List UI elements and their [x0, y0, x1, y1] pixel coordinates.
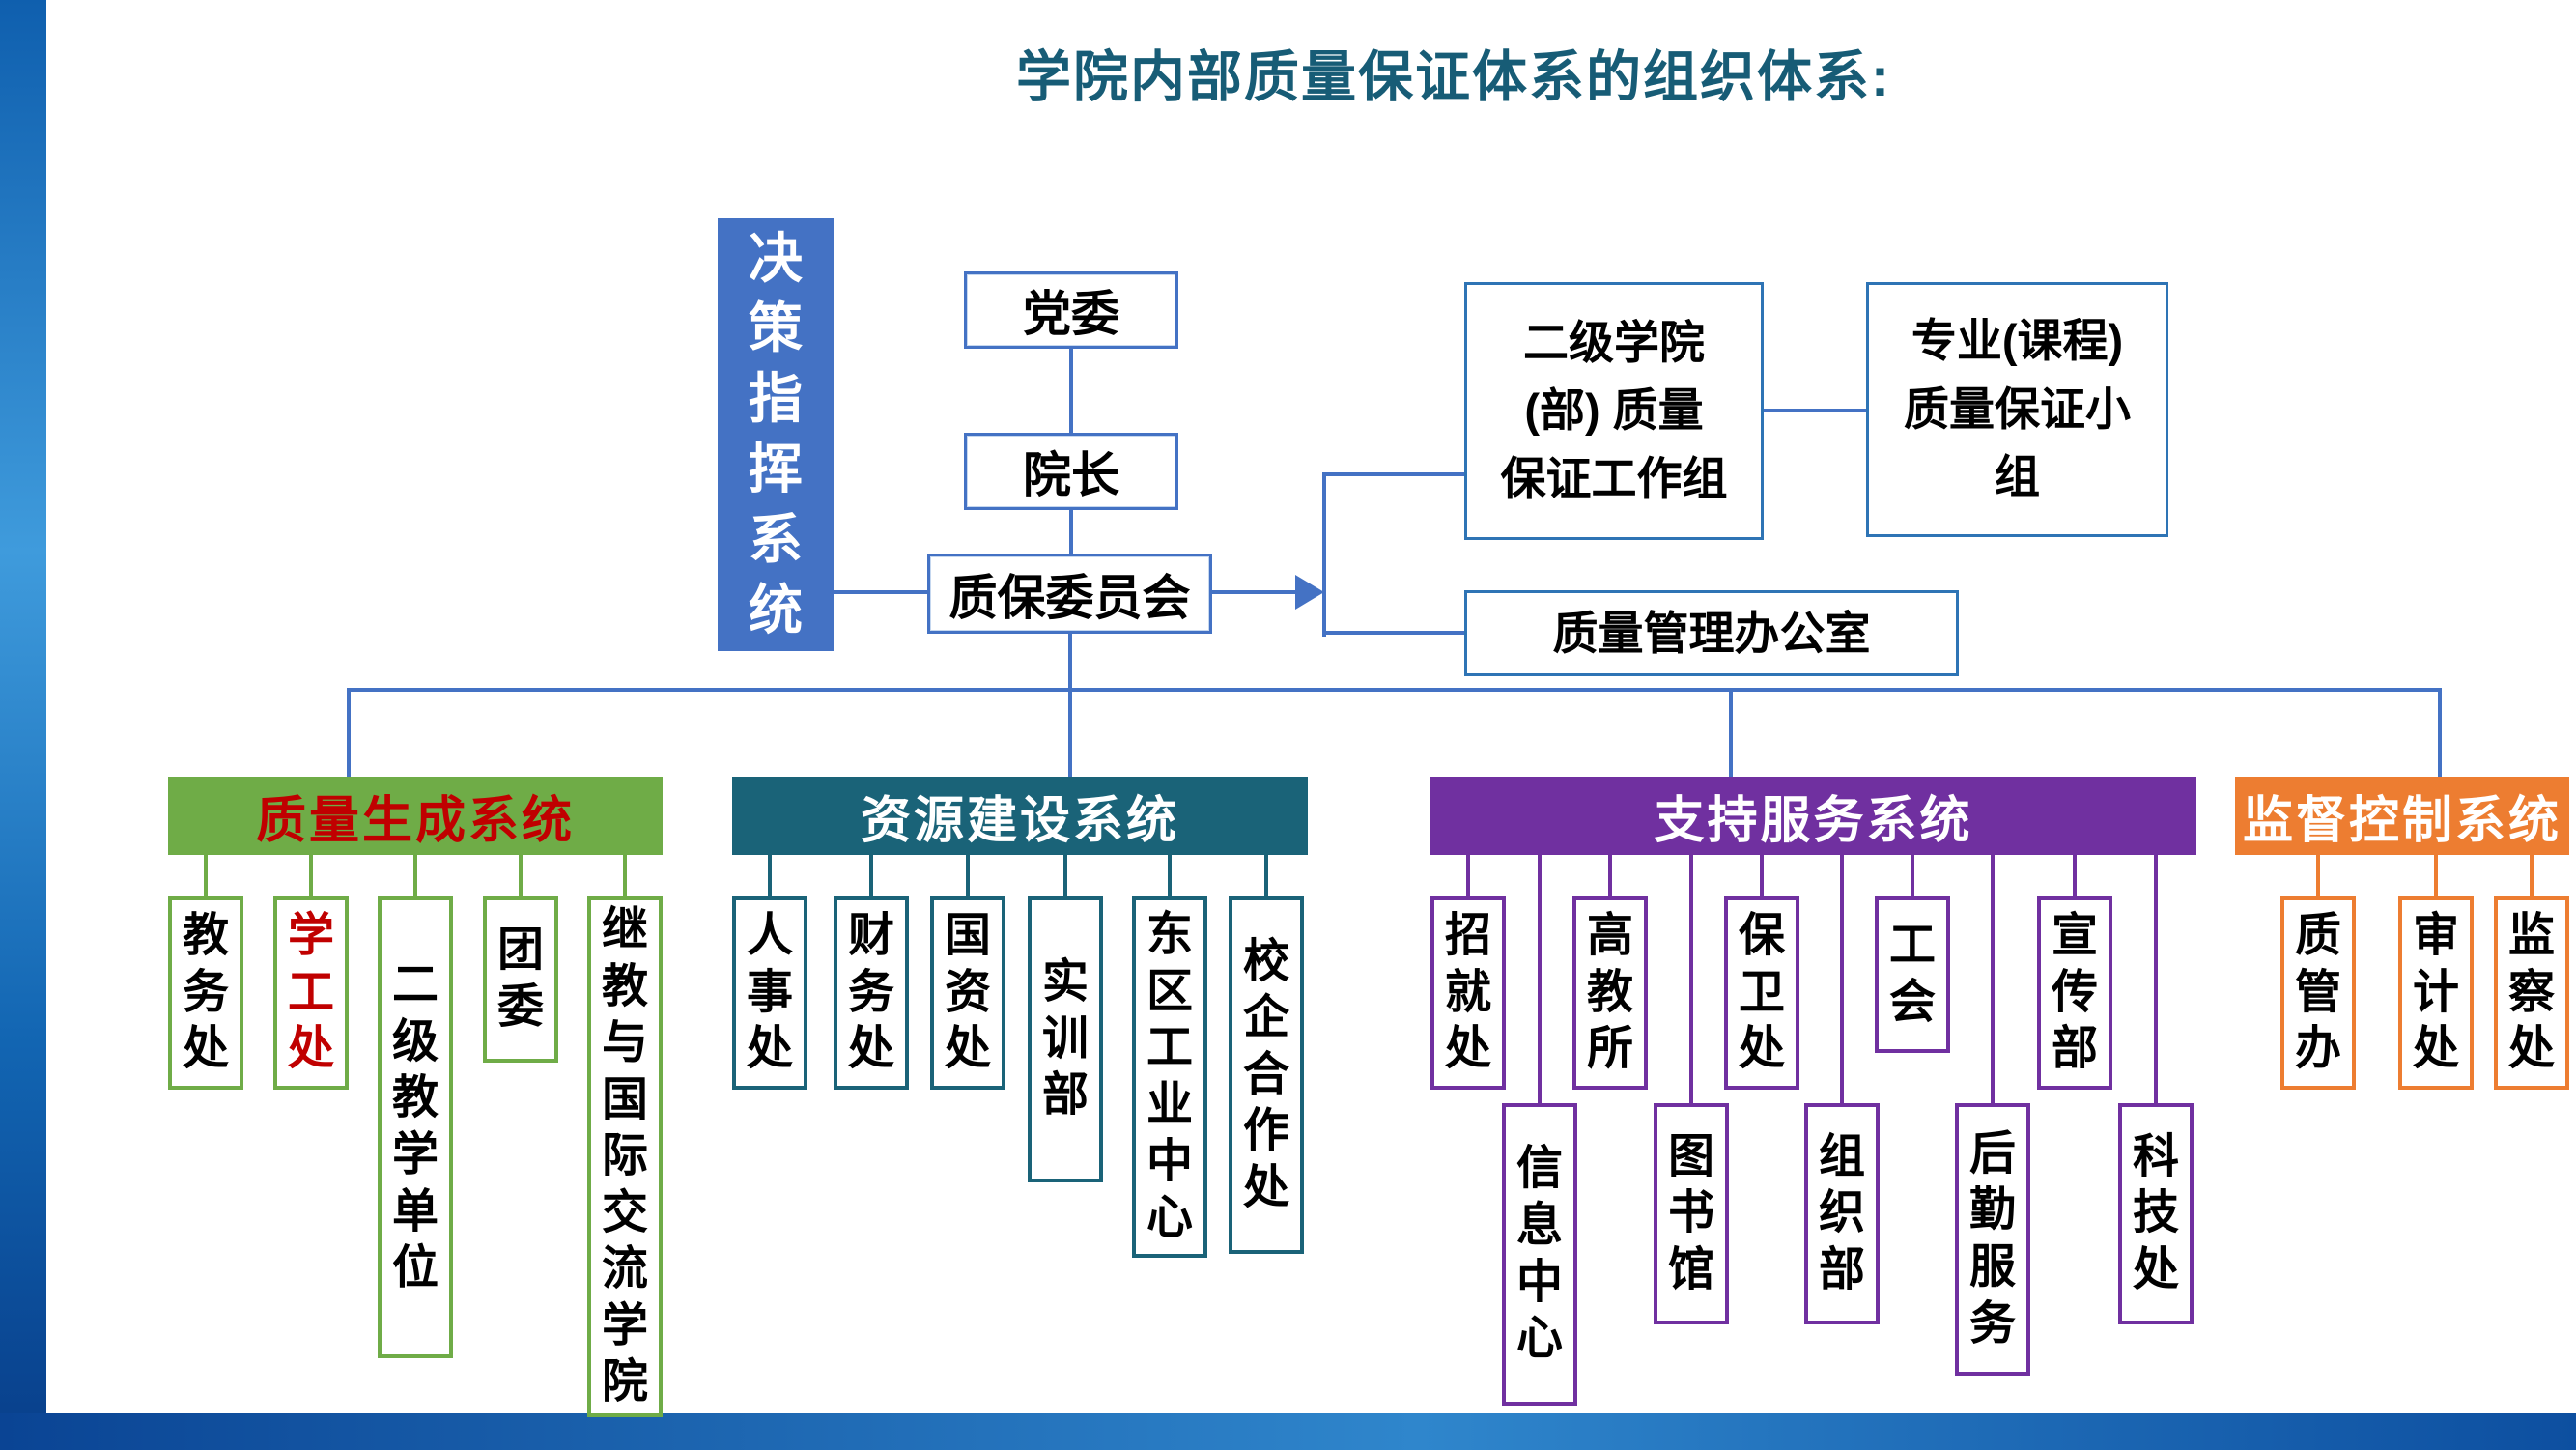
connector-line [1322, 472, 1326, 637]
connector-line [2530, 855, 2534, 896]
org-node: 质管办 [2280, 896, 2356, 1090]
connector-line [1689, 855, 1693, 1103]
connector-line [1764, 409, 1866, 412]
org-node: 继教与国际交流学院 [587, 896, 663, 1417]
org-node: 学工处 [273, 896, 349, 1090]
connector-line [413, 855, 417, 896]
org-node: 团委 [483, 896, 558, 1063]
org-node: 人事处 [732, 896, 807, 1090]
connector-line [1324, 472, 1464, 476]
college-qa-workgroup-line: (部) 质量 [1524, 384, 1704, 437]
connector-line [2438, 688, 2442, 777]
connector-line [1840, 855, 1844, 1103]
connector-line [1538, 855, 1542, 1103]
connector-line [347, 688, 2442, 692]
connector-line [519, 855, 523, 896]
president-box: 院长 [964, 433, 1178, 510]
connector-line [2434, 855, 2438, 896]
page-title: 学院内部质量保证体系的组织体系: [1016, 46, 1891, 108]
org-node: 图书馆 [1654, 1103, 1729, 1324]
connector-line [1729, 688, 1733, 777]
org-node: 东区工业中心 [1132, 896, 1207, 1258]
connector-line [2316, 855, 2320, 896]
college-qa-workgroup-box: 二级学院 (部) 质量 保证工作组 [1464, 282, 1764, 540]
bottom-accent-bar [0, 1413, 2576, 1450]
connector-line [1168, 855, 1172, 896]
resource-construction-system-header: 资源建设系统 [732, 777, 1308, 855]
left-accent-bar [0, 0, 46, 1450]
org-node: 教务处 [168, 896, 243, 1090]
supervision-control-system-header: 监督控制系统 [2235, 777, 2569, 855]
program-qa-group-box: 专业(课程) 质量保证小 组 [1866, 282, 2168, 537]
program-qa-group-line: 专业(课程) [1911, 315, 2124, 367]
org-node: 组织部 [1804, 1103, 1880, 1324]
org-node: 信息中心 [1502, 1103, 1577, 1406]
org-node: 监察处 [2494, 896, 2569, 1090]
connector-line [1069, 349, 1073, 433]
connector-line [2154, 855, 2158, 1103]
connector-line [1068, 688, 1072, 777]
connector-line [204, 855, 208, 896]
decision-command-system-box: 决策指挥系统 [718, 218, 834, 651]
support-service-system-header: 支持服务系统 [1430, 777, 2196, 855]
college-qa-workgroup-line: 二级学院 [1523, 316, 1705, 368]
connector-line [1466, 855, 1470, 896]
qa-management-office-box: 质量管理办公室 [1464, 590, 1959, 676]
connector-line [623, 855, 627, 896]
connector-line [1991, 855, 1995, 1103]
connector-line [309, 855, 313, 896]
org-node: 工会 [1875, 896, 1950, 1053]
connector-line [1068, 634, 1072, 690]
connector-line [966, 855, 970, 896]
org-node: 科技处 [2118, 1103, 2194, 1324]
connector-line [1264, 855, 1268, 896]
party-committee-box: 党委 [964, 271, 1178, 349]
connector-line [1324, 631, 1464, 635]
qa-committee-box: 质保委员会 [927, 554, 1212, 634]
quality-generation-system-header: 质量生成系统 [168, 777, 663, 855]
connector-line [768, 855, 772, 896]
org-node: 实训部 [1028, 896, 1103, 1182]
org-node: 保卫处 [1724, 896, 1799, 1090]
college-qa-workgroup-line: 保证工作组 [1500, 452, 1728, 504]
connector-line [834, 590, 927, 594]
connector-line [1069, 510, 1073, 554]
org-node: 校企合作处 [1229, 896, 1304, 1254]
org-node: 高教所 [1572, 896, 1648, 1090]
connector-line [347, 688, 351, 777]
connector-line [869, 855, 873, 896]
connector-line [1212, 590, 1301, 594]
connector-line [1760, 855, 1764, 896]
program-qa-group-line: 组 [1995, 451, 2040, 503]
connector-line [1911, 855, 1914, 896]
org-node: 国资处 [930, 896, 1005, 1090]
org-node: 二级教学单位 [378, 896, 453, 1358]
connector-line [1608, 855, 1612, 896]
arrow-right-icon [1295, 575, 1324, 610]
org-node: 宣传部 [2037, 896, 2112, 1090]
org-node: 财务处 [834, 896, 909, 1090]
org-node: 审计处 [2398, 896, 2474, 1090]
connector-line [1063, 855, 1067, 896]
org-node: 招就处 [1430, 896, 1506, 1090]
org-node: 后勤服务 [1955, 1103, 2030, 1376]
program-qa-group-line: 质量保证小 [1904, 383, 2131, 435]
connector-line [2073, 855, 2077, 896]
